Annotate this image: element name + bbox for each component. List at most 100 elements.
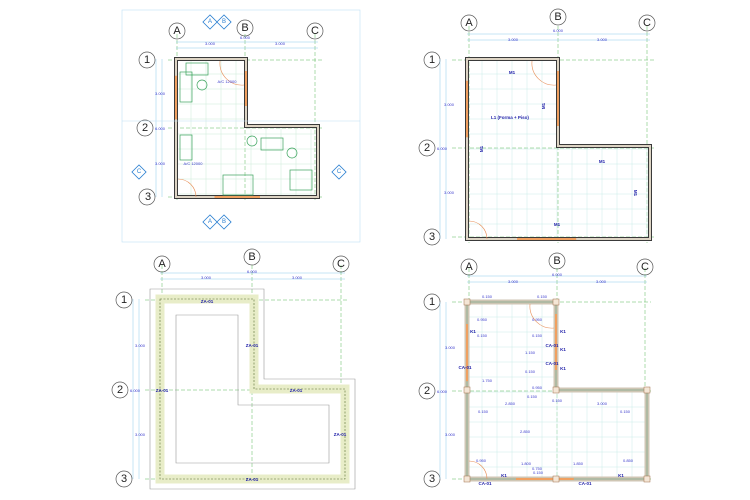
inner-dimension: 0.750 — [532, 466, 543, 471]
dim-total: 6.000 — [240, 35, 251, 40]
grid-bubble — [136, 119, 154, 137]
dim-12: 3.000 — [135, 343, 146, 348]
grid-bubble-c: C — [641, 261, 649, 273]
foundation-plan: A B C 1 2 3 3.000 6.000 3.000 3.000 6.00… — [117, 251, 347, 485]
footing-tag: ZA-01 — [156, 388, 169, 393]
dim-12: 3.000 — [444, 102, 455, 107]
grid-bubble-1: 1 — [429, 54, 435, 66]
inner-dimension: 0.150 — [533, 470, 544, 475]
footing-tag: ZA-01 — [290, 388, 303, 393]
dim-23: 3.000 — [444, 190, 455, 195]
dim-bc: 3.000 — [596, 279, 607, 284]
inner-dimension: 0.150 — [527, 394, 538, 399]
inner-dimension: 2.850 — [505, 401, 516, 406]
chair — [246, 135, 258, 147]
column — [643, 386, 651, 394]
grid-bubble-c: C — [643, 17, 651, 29]
door-swing — [468, 460, 488, 480]
dim-12: 3.000 — [445, 345, 456, 350]
grid-bubble — [418, 139, 436, 157]
foundation-outline — [149, 288, 356, 490]
view-marker-c-left[interactable]: C — [137, 169, 142, 175]
finish-tag: M1 — [633, 190, 638, 197]
column — [552, 298, 560, 306]
grid-bubble-b: B — [553, 255, 560, 267]
inner-dimension: 1.800 — [521, 461, 532, 466]
inner-dimension: 0.950 — [476, 458, 487, 463]
grid-bubble — [111, 381, 129, 399]
grid-bubble — [638, 14, 656, 32]
door-swing — [531, 60, 557, 86]
grid-bubble — [138, 51, 156, 69]
furniture — [260, 137, 284, 151]
structural-plan: A B C 1 2 3 3.000 6.000 3.000 3.000 6.00… — [424, 255, 649, 486]
finish-tag: M1 — [479, 145, 484, 152]
footing — [155, 294, 350, 484]
dim-12: 3.000 — [155, 91, 166, 96]
column-tag: K1 — [560, 347, 566, 352]
column — [552, 475, 560, 483]
inner-dimension: 0.150 — [477, 333, 488, 338]
view-marker-a-bottom[interactable]: A — [208, 219, 212, 225]
dim-23: 3.000 — [155, 161, 166, 166]
floor-finish-plan: A B C 1 2 3 3.000 6.000 3.000 3.000 6.00… — [424, 11, 651, 243]
grid-bubble-3: 3 — [145, 191, 151, 203]
grid-bubble — [549, 8, 567, 26]
column — [463, 298, 471, 306]
grid-bubble-b: B — [241, 22, 248, 34]
view-marker-b-bottom[interactable]: B — [222, 219, 226, 225]
inner-dimension: 0.950 — [532, 385, 543, 390]
dim-total: 6.000 — [553, 28, 564, 33]
grid-bubble — [138, 188, 156, 206]
inner-dimension: 0.150 — [532, 333, 543, 338]
dim-ab: 3.000 — [205, 41, 216, 46]
column — [643, 475, 651, 483]
view-boundary — [121, 9, 361, 243]
inner-dimension: 1.150 — [525, 350, 536, 355]
beam-tag: CA-01 — [458, 365, 472, 370]
dim-total-v: 6.000 — [130, 388, 141, 393]
inner-dimension: 0.950 — [477, 317, 488, 322]
grid-bubble — [306, 22, 324, 40]
grid-bubble-2: 2 — [424, 385, 430, 397]
column — [463, 475, 471, 483]
footing-hatch — [159, 298, 346, 480]
grid-bubble-3: 3 — [429, 473, 435, 485]
grid-bubble-c: C — [311, 25, 319, 37]
grid-bubble-b: B — [248, 251, 255, 263]
chair — [286, 147, 298, 159]
grid-bubble — [418, 382, 436, 400]
inner-dimension: 1.850 — [573, 461, 584, 466]
wall-fill — [466, 58, 651, 240]
inner-dimension: 0.150 — [525, 369, 536, 374]
furniture — [222, 174, 254, 196]
dim-ab: 3.000 — [508, 37, 519, 42]
dim-bc: 3.000 — [275, 41, 286, 46]
grid-bubble-a: A — [465, 261, 473, 273]
dim-total-v: 6.000 — [437, 389, 448, 394]
ac-tag-1: A/C 12000 — [218, 79, 238, 84]
dim-ab: 3.000 — [508, 279, 519, 284]
furniture-plan: A B C 1 2 3 3.000 6.000 3.000 3.000 6.00… — [137, 19, 342, 225]
view-marker-icon — [202, 214, 218, 230]
view-marker-a-top[interactable]: A — [208, 19, 212, 25]
grid-bubble — [115, 470, 133, 488]
slab-outline — [175, 314, 330, 464]
beam-tag: CA-01 — [545, 361, 559, 366]
dim-ab: 3.000 — [201, 275, 212, 280]
view-marker-icon — [331, 164, 347, 180]
finish-tag: M1 — [554, 222, 561, 227]
column — [463, 386, 471, 394]
dim-23: 3.000 — [445, 432, 456, 437]
view-marker-c-right[interactable]: C — [337, 169, 342, 175]
dim-bc: 3.000 — [292, 275, 303, 280]
inner-dimension: 0.150 — [482, 294, 493, 299]
footing-tag: ZA-01 — [334, 432, 347, 437]
view-marker-icon — [131, 164, 147, 180]
inner-dimension: 0.950 — [532, 317, 543, 322]
view-marker-b-top[interactable]: B — [222, 19, 226, 25]
footing-tag: ZA-01 — [246, 477, 259, 482]
dim-total-v: 6.000 — [437, 146, 448, 151]
